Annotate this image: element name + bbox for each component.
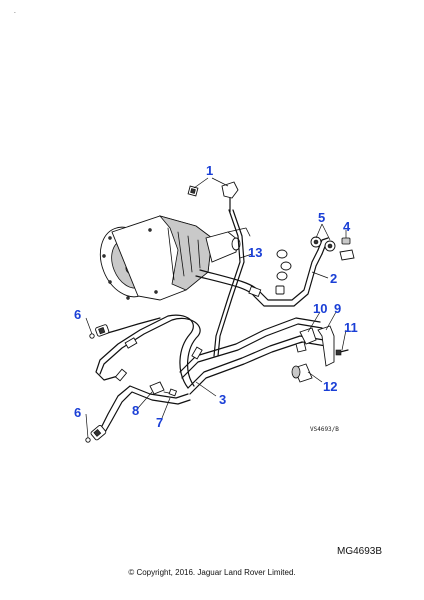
callout-6-upper: 6 (74, 307, 81, 322)
mounting-bracket (291, 325, 349, 383)
callout-11: 11 (344, 320, 358, 335)
clip-and-bolt (149, 381, 178, 397)
hose-fitting-lower (85, 425, 107, 443)
transmission-assembly (99, 215, 241, 301)
callout-1: 1 (206, 163, 213, 178)
corner-mark: - (14, 10, 16, 16)
callout-7: 7 (156, 415, 163, 430)
part-code: MG4693B (337, 546, 383, 557)
radiator-connection (275, 236, 355, 295)
callout-8: 8 (132, 403, 139, 418)
callout-2: 2 (330, 271, 337, 286)
callout-labels: 1 2 3 4 5 6 6 7 8 9 10 11 12 13 (74, 163, 358, 430)
leader-lines (85, 177, 347, 439)
callout-3: 3 (219, 392, 226, 407)
callout-5: 5 (318, 210, 325, 225)
callout-9: 9 (334, 301, 341, 316)
callout-13: 13 (248, 245, 262, 260)
callout-12: 12 (323, 379, 337, 394)
callout-6-lower: 6 (74, 405, 81, 420)
copyright-notice: © Copyright, 2016. Jaguar Land Rover Lim… (128, 568, 296, 577)
callout-10: 10 (313, 301, 327, 316)
callout-4: 4 (343, 219, 351, 234)
hose-fitting-upper (89, 324, 110, 339)
drawing-reference: VS4693/B (310, 426, 339, 433)
